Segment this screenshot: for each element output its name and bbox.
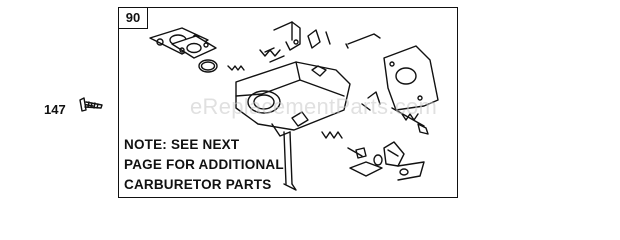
diaphragm-gasket-part bbox=[383, 45, 439, 111]
note-line-3: CARBURETOR PARTS bbox=[124, 177, 272, 192]
carburetor-body-part bbox=[235, 61, 351, 191]
note-line-2: PAGE FOR ADDITIONAL bbox=[124, 157, 284, 172]
linkage-wire-part bbox=[345, 33, 381, 49]
spring-small-part bbox=[227, 65, 245, 71]
spring-lower-part bbox=[321, 131, 343, 139]
screw-lower-part bbox=[347, 147, 367, 159]
flange-part bbox=[171, 35, 217, 59]
screw-147-part bbox=[79, 97, 103, 112]
idle-screw-spring-part bbox=[259, 47, 285, 63]
ref-number-box: 90 bbox=[118, 7, 148, 29]
washer-part bbox=[307, 29, 321, 49]
bowl-plate-part bbox=[383, 141, 425, 181]
throttle-bracket-part bbox=[273, 21, 301, 51]
note-line-1: NOTE: SEE NEXT bbox=[124, 137, 240, 152]
washer-lower-part bbox=[373, 154, 383, 166]
spring-right-part bbox=[391, 107, 429, 135]
callout-number: 147 bbox=[44, 102, 66, 117]
valve-part bbox=[361, 91, 381, 111]
clip-part bbox=[325, 31, 331, 45]
o-ring-part bbox=[198, 59, 218, 73]
carburetor-parts-drawing bbox=[79, 21, 439, 191]
diagram-frame bbox=[118, 7, 458, 198]
watermark-text: eReplacementParts.com bbox=[190, 94, 438, 119]
bottom-gasket-part bbox=[349, 161, 383, 177]
